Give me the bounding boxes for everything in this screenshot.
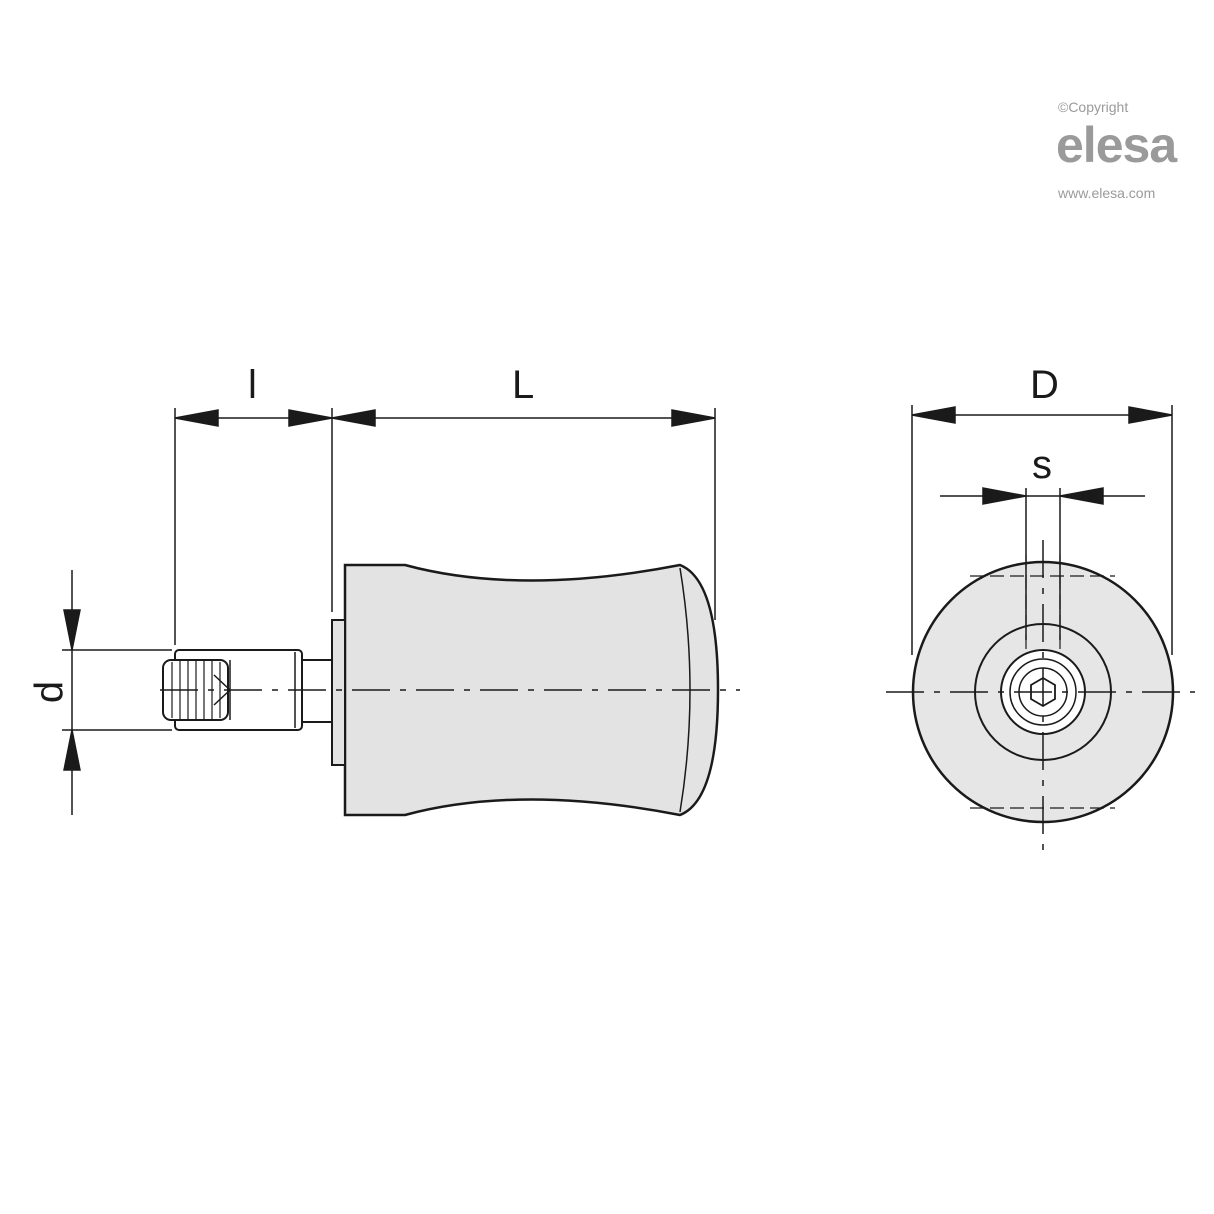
socket-inner-ring xyxy=(1009,658,1077,726)
copyright-text: ©Copyright xyxy=(1058,99,1128,115)
front-dimensions xyxy=(911,405,1173,655)
flange xyxy=(331,619,346,766)
stud-neck xyxy=(301,659,333,723)
label-D: D xyxy=(1030,363,1059,407)
side-view xyxy=(160,563,740,817)
label-L: L xyxy=(512,363,534,407)
label-s: s xyxy=(1032,443,1052,487)
copyright-watermark: ©Copyright elesa www.elesa.com xyxy=(1056,99,1179,201)
label-d: d xyxy=(28,681,72,703)
side-dimensions xyxy=(62,408,716,815)
website-text: www.elesa.com xyxy=(1057,185,1155,201)
label-l: l xyxy=(248,363,257,407)
brand-logo: elesa xyxy=(1056,117,1178,173)
front-view xyxy=(886,540,1195,850)
